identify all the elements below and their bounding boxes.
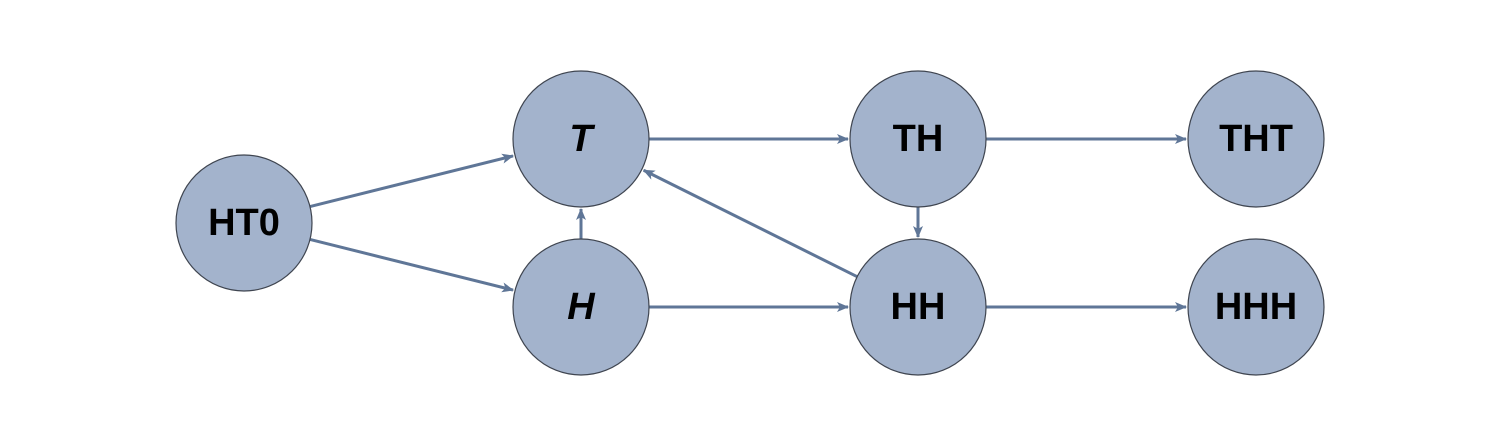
node-circle	[849, 70, 987, 208]
node-tht: THT	[1187, 70, 1325, 208]
node-circle	[512, 70, 650, 208]
node-hh: HH	[849, 238, 987, 376]
node-label: T	[569, 118, 595, 160]
node-circle	[849, 238, 987, 376]
node-circle	[1187, 238, 1325, 376]
node-circle	[512, 238, 650, 376]
edges	[309, 134, 1187, 312]
edge-hh-to-t	[642, 168, 858, 279]
node-h: H	[512, 238, 650, 376]
node-label: HT0	[208, 202, 280, 244]
node-circle	[1187, 70, 1325, 208]
node-hhh: HHH	[1187, 238, 1325, 376]
edge-ht0-to-h	[309, 237, 515, 293]
node-label: TH	[893, 118, 944, 160]
node-label: HHH	[1215, 286, 1297, 328]
node-th: TH	[849, 70, 987, 208]
node-t: T	[512, 70, 650, 208]
node-label: H	[567, 286, 596, 328]
edge-ht0-to-t	[309, 153, 515, 209]
node-label: HH	[891, 286, 946, 328]
node-circle	[175, 154, 313, 292]
node-label: THT	[1219, 118, 1293, 160]
node-ht0: HT0	[175, 154, 313, 292]
